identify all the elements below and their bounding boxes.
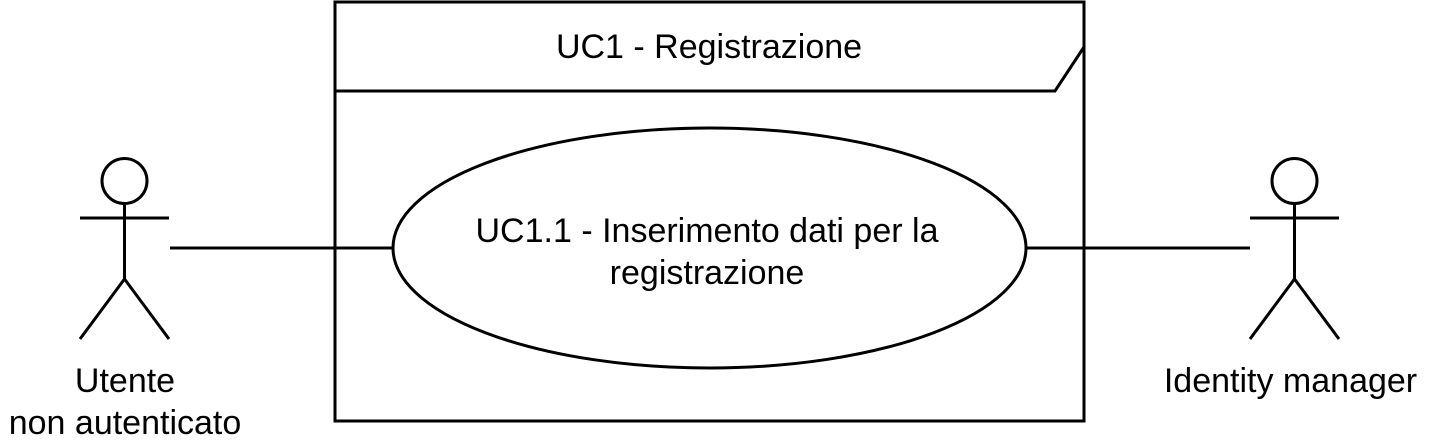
actor-left-label: Utente non autenticato [0, 360, 250, 444]
actor-left-head [100, 157, 149, 205]
actor-right-leg-left [1248, 278, 1296, 340]
actor-right-figure [1248, 157, 1341, 340]
actor-left-leg-left [78, 278, 126, 340]
system-boundary [333, 0, 1086, 423]
actor-left-figure [78, 157, 171, 340]
actor-left-label-line2: non autenticato [8, 404, 242, 442]
use-case-label: UC1.1 - Inserimento dati per la registra… [475, 212, 939, 292]
system-title: UC1 - Registrazione [555, 28, 863, 66]
actor-right-head [1270, 157, 1319, 205]
use-case-ellipse [391, 126, 1028, 370]
actor-right-label: Identity manager [1163, 362, 1418, 400]
system-title-tab [335, 46, 1086, 93]
actor-left-leg-right [123, 278, 171, 340]
actor-right-leg-right [1293, 278, 1341, 340]
actor-left-label-line1: Utente [74, 362, 176, 400]
